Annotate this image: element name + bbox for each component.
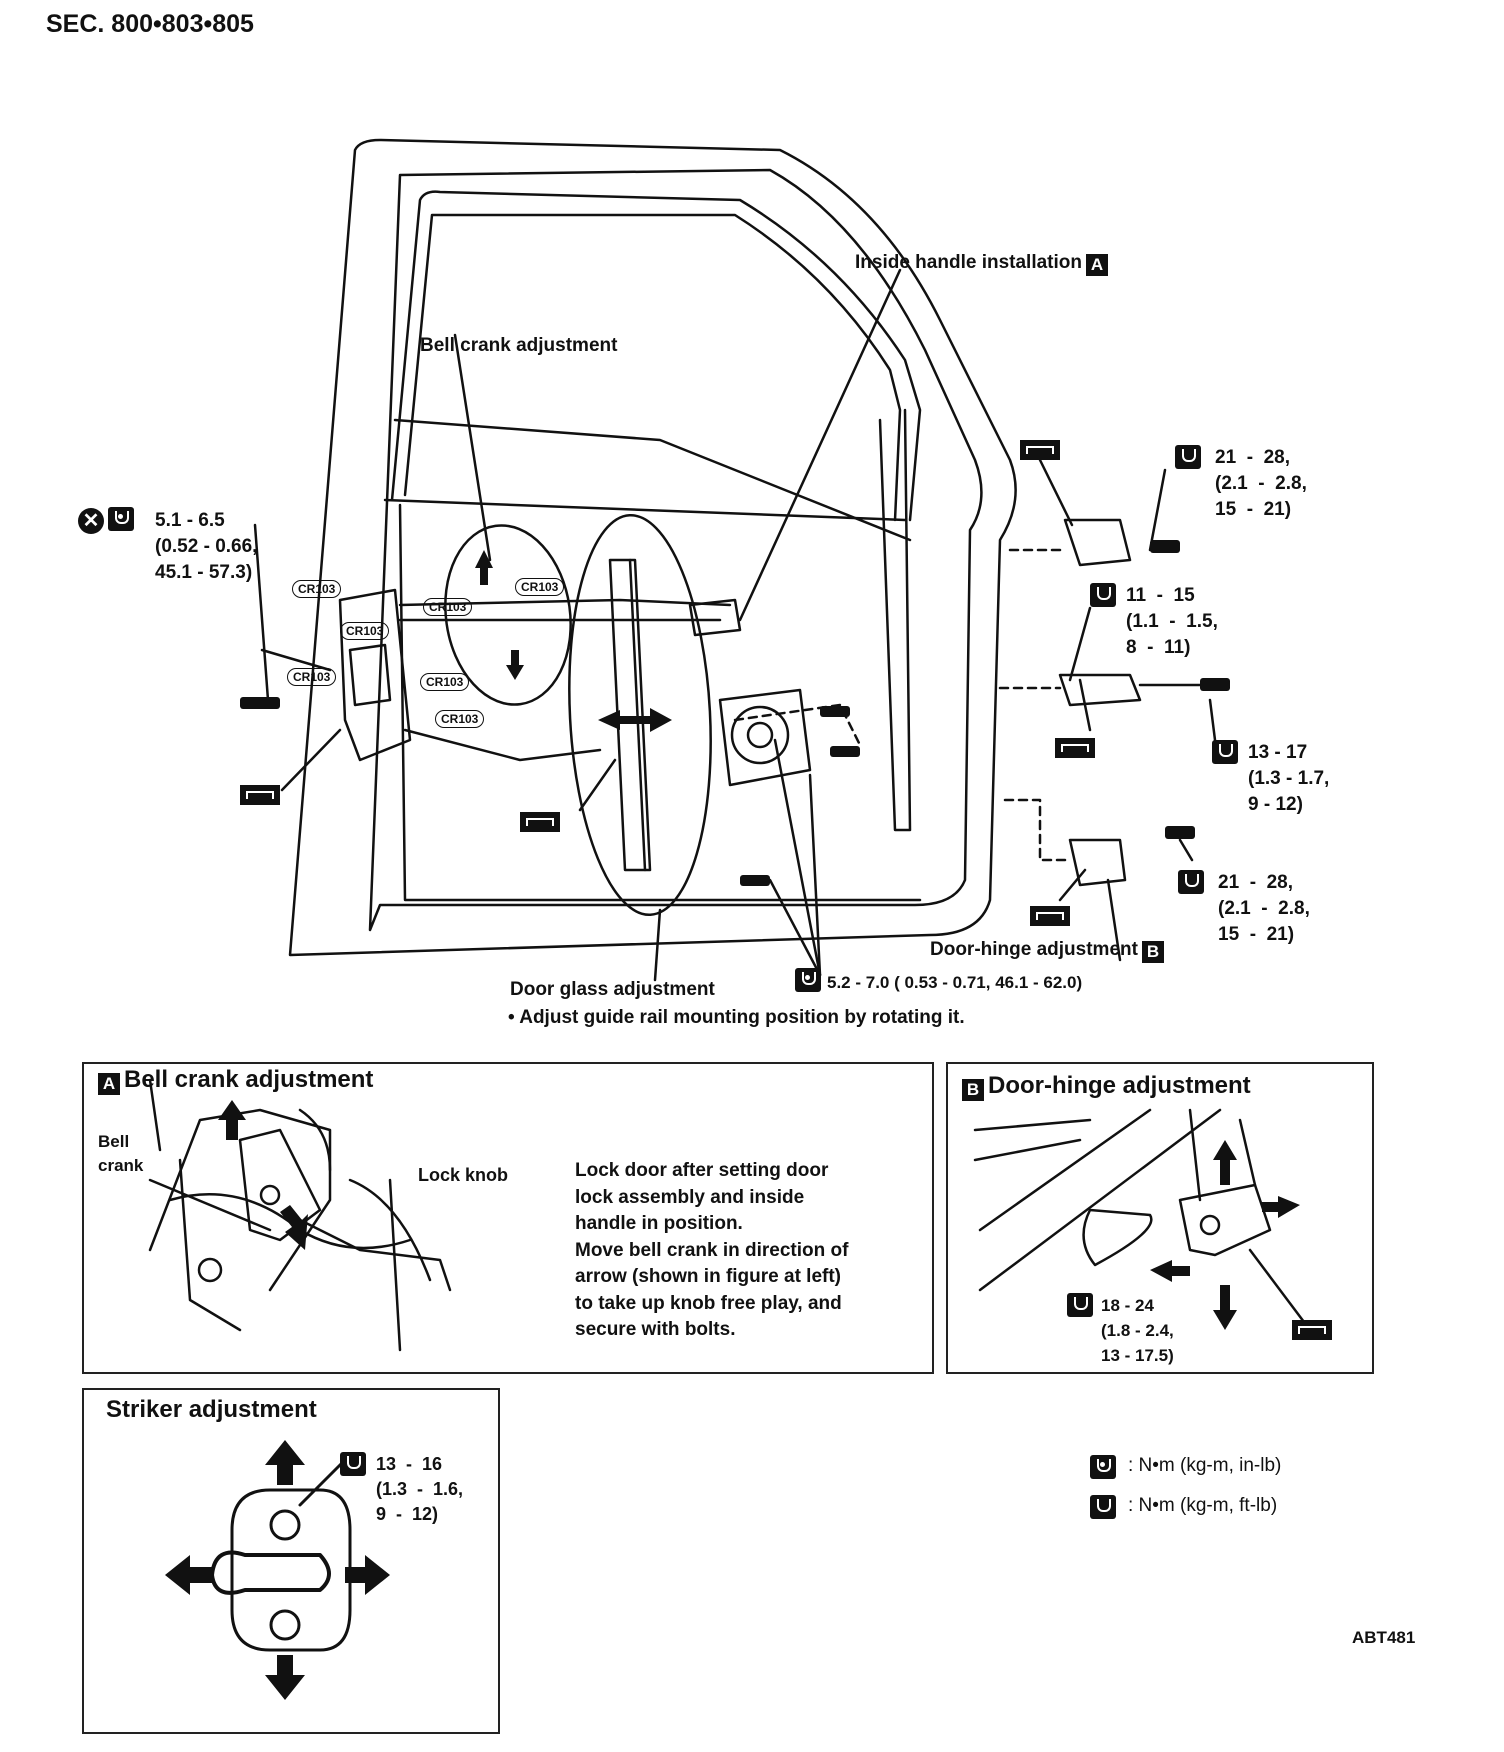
- torque-ftlb-icon: [1067, 1293, 1093, 1317]
- inside-handle-text: Inside handle installation: [855, 252, 1082, 273]
- torque-ftlb-icon: [1175, 445, 1201, 469]
- connector-cr103: CR103: [292, 580, 342, 598]
- torque-hinge-lower-value: 21 - 28, (2.1 - 2.8, 15 - 21): [1218, 872, 1310, 945]
- door-hinge-panel-title-text: Door-hinge adjustment: [988, 1072, 1251, 1099]
- torque-ftlb-icon: [1178, 870, 1204, 894]
- door-glass-note: • Adjust guide rail mounting position by…: [508, 1007, 965, 1028]
- grease-icon: [240, 785, 280, 805]
- torque-inlb-icon: [108, 507, 135, 531]
- legend-inlb-text: : N•m (kg-m, in-lb): [1128, 1455, 1282, 1476]
- torque-ftlb-icon: [1212, 740, 1238, 764]
- grease-icon: [1055, 738, 1095, 758]
- torque-ftlb-icon: [1090, 1495, 1116, 1519]
- grease-icon: [1292, 1320, 1332, 1340]
- grease-icon: [520, 812, 560, 832]
- striker-panel-title: Striker adjustment: [106, 1396, 317, 1423]
- section-number: SEC. 800•803•805: [46, 10, 254, 38]
- door-hinge-panel-torque-value: 18 - 24 (1.8 - 2.4, 13 - 17.5): [1101, 1296, 1174, 1365]
- connector-cr103: CR103: [287, 668, 337, 686]
- door-hinge-panel: [946, 1062, 1374, 1374]
- inside-handle-key: A: [1085, 254, 1108, 276]
- figure-code: ABT481: [1352, 1628, 1416, 1647]
- torque-inlb-icon: [1090, 1455, 1116, 1479]
- door-hinge-text: Door-hinge adjustment: [930, 939, 1138, 960]
- torque-ftlb-icon: [1090, 583, 1116, 607]
- torque-check-link-upper-value: 11 - 15 (1.1 - 1.5, 8 - 11): [1126, 585, 1218, 658]
- bell-crank-callout: Bell crank: [98, 1132, 144, 1175]
- torque-check-link-lower-value: 13 - 17 (1.3 - 1.7, 9 - 12): [1248, 742, 1330, 815]
- do-not-reuse-icon: ✕: [78, 508, 104, 534]
- bell-crank-label: Bell crank adjustment: [420, 335, 618, 356]
- connector-cr103: CR103: [420, 673, 470, 691]
- connector-cr103: CR103: [435, 710, 485, 728]
- door-glass-label: Door glass adjustment: [510, 979, 715, 1000]
- bell-crank-panel: [82, 1062, 934, 1374]
- connector-cr103: CR103: [515, 578, 565, 596]
- torque-ftlb-icon: [340, 1452, 366, 1476]
- grease-icon: [1020, 440, 1060, 460]
- connector-cr103: CR103: [340, 622, 390, 640]
- torque-hinge-upper-value: 21 - 28, (2.1 - 2.8, 15 - 21): [1215, 447, 1307, 520]
- torque-regulator: 5.2 - 7.0 ( 0.53 - 0.71, 46.1 - 62.0): [795, 968, 1082, 996]
- lock-knob-callout: Lock knob: [418, 1165, 509, 1185]
- connector-cr103: CR103: [423, 598, 473, 616]
- door-hinge-panel-key: B: [962, 1079, 984, 1101]
- bell-crank-panel-key: A: [98, 1073, 120, 1095]
- legend-ftlb-text: : N•m (kg-m, ft-lb): [1128, 1495, 1278, 1516]
- striker-panel: [82, 1388, 500, 1734]
- torque-left-value: 5.1 - 6.5 (0.52 - 0.66, 45.1 - 57.3): [155, 510, 258, 583]
- bell-crank-instructions: Lock door after setting door lock assemb…: [575, 1160, 849, 1340]
- torque-left-icons: ✕: [78, 507, 140, 534]
- torque-regulator-value: 5.2 - 7.0 ( 0.53 - 0.71, 46.1 - 62.0): [827, 973, 1083, 992]
- door-hinge-key: B: [1141, 941, 1164, 963]
- torque-inlb-icon: [795, 968, 821, 992]
- bell-crank-panel-title-text: Bell crank adjustment: [124, 1066, 374, 1093]
- striker-panel-torque-value: 13 - 16 (1.3 - 1.6, 9 - 12): [376, 1454, 464, 1524]
- grease-icon: [1030, 906, 1070, 926]
